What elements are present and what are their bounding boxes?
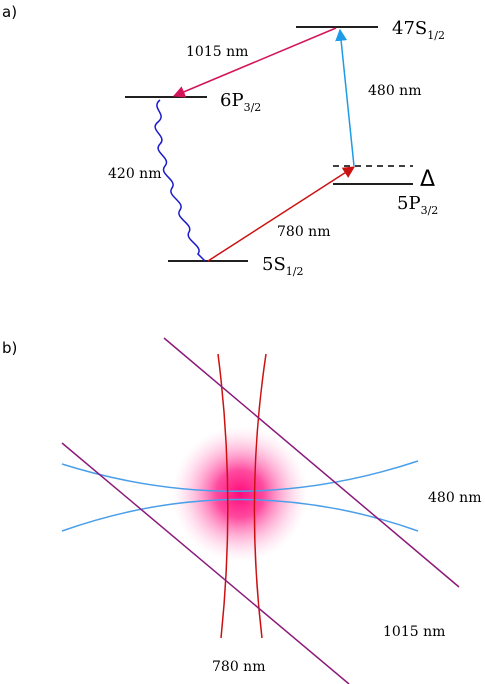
decay-420-wave	[154, 99, 206, 262]
beam-label-780: 780 nm	[212, 659, 265, 675]
label-1015: 1015 nm	[186, 44, 248, 60]
beam-label-1015: 1015 nm	[383, 624, 445, 640]
level-6p-label: 6P3/2	[220, 90, 261, 114]
detuning-label: Δ	[420, 167, 435, 192]
beam-label-480: 480 nm	[428, 490, 481, 506]
panel-label-a: a)	[2, 3, 17, 21]
level-5p-label: 5P3/2	[397, 193, 438, 217]
beam-480-lower	[61, 498, 419, 532]
arrow-480	[335, 28, 355, 167]
beam-480-upper	[61, 460, 419, 492]
label-420: 420 nm	[108, 166, 161, 182]
atom-cloud	[172, 426, 308, 562]
beam-geometry: b) 480 nm 1015 nm 780 nm	[2, 337, 481, 684]
label-480: 480 nm	[368, 83, 421, 99]
beam-1015-lower	[61, 442, 350, 684]
arrow-1015	[172, 27, 337, 98]
level-5s-label: 5S1/2	[262, 254, 304, 278]
beam-780-left	[217, 353, 229, 639]
label-780: 780 nm	[277, 224, 330, 240]
level-diagram: a) 47S1/2 6P3/2 Δ 5P3/2 5S1/2 1015 nm 48…	[2, 3, 445, 278]
beam-1015-upper	[163, 337, 460, 588]
level-47s-label: 47S1/2	[392, 18, 445, 42]
arrow-780	[207, 166, 356, 262]
beam-780-right	[253, 353, 267, 639]
panel-label-b: b)	[2, 339, 17, 357]
